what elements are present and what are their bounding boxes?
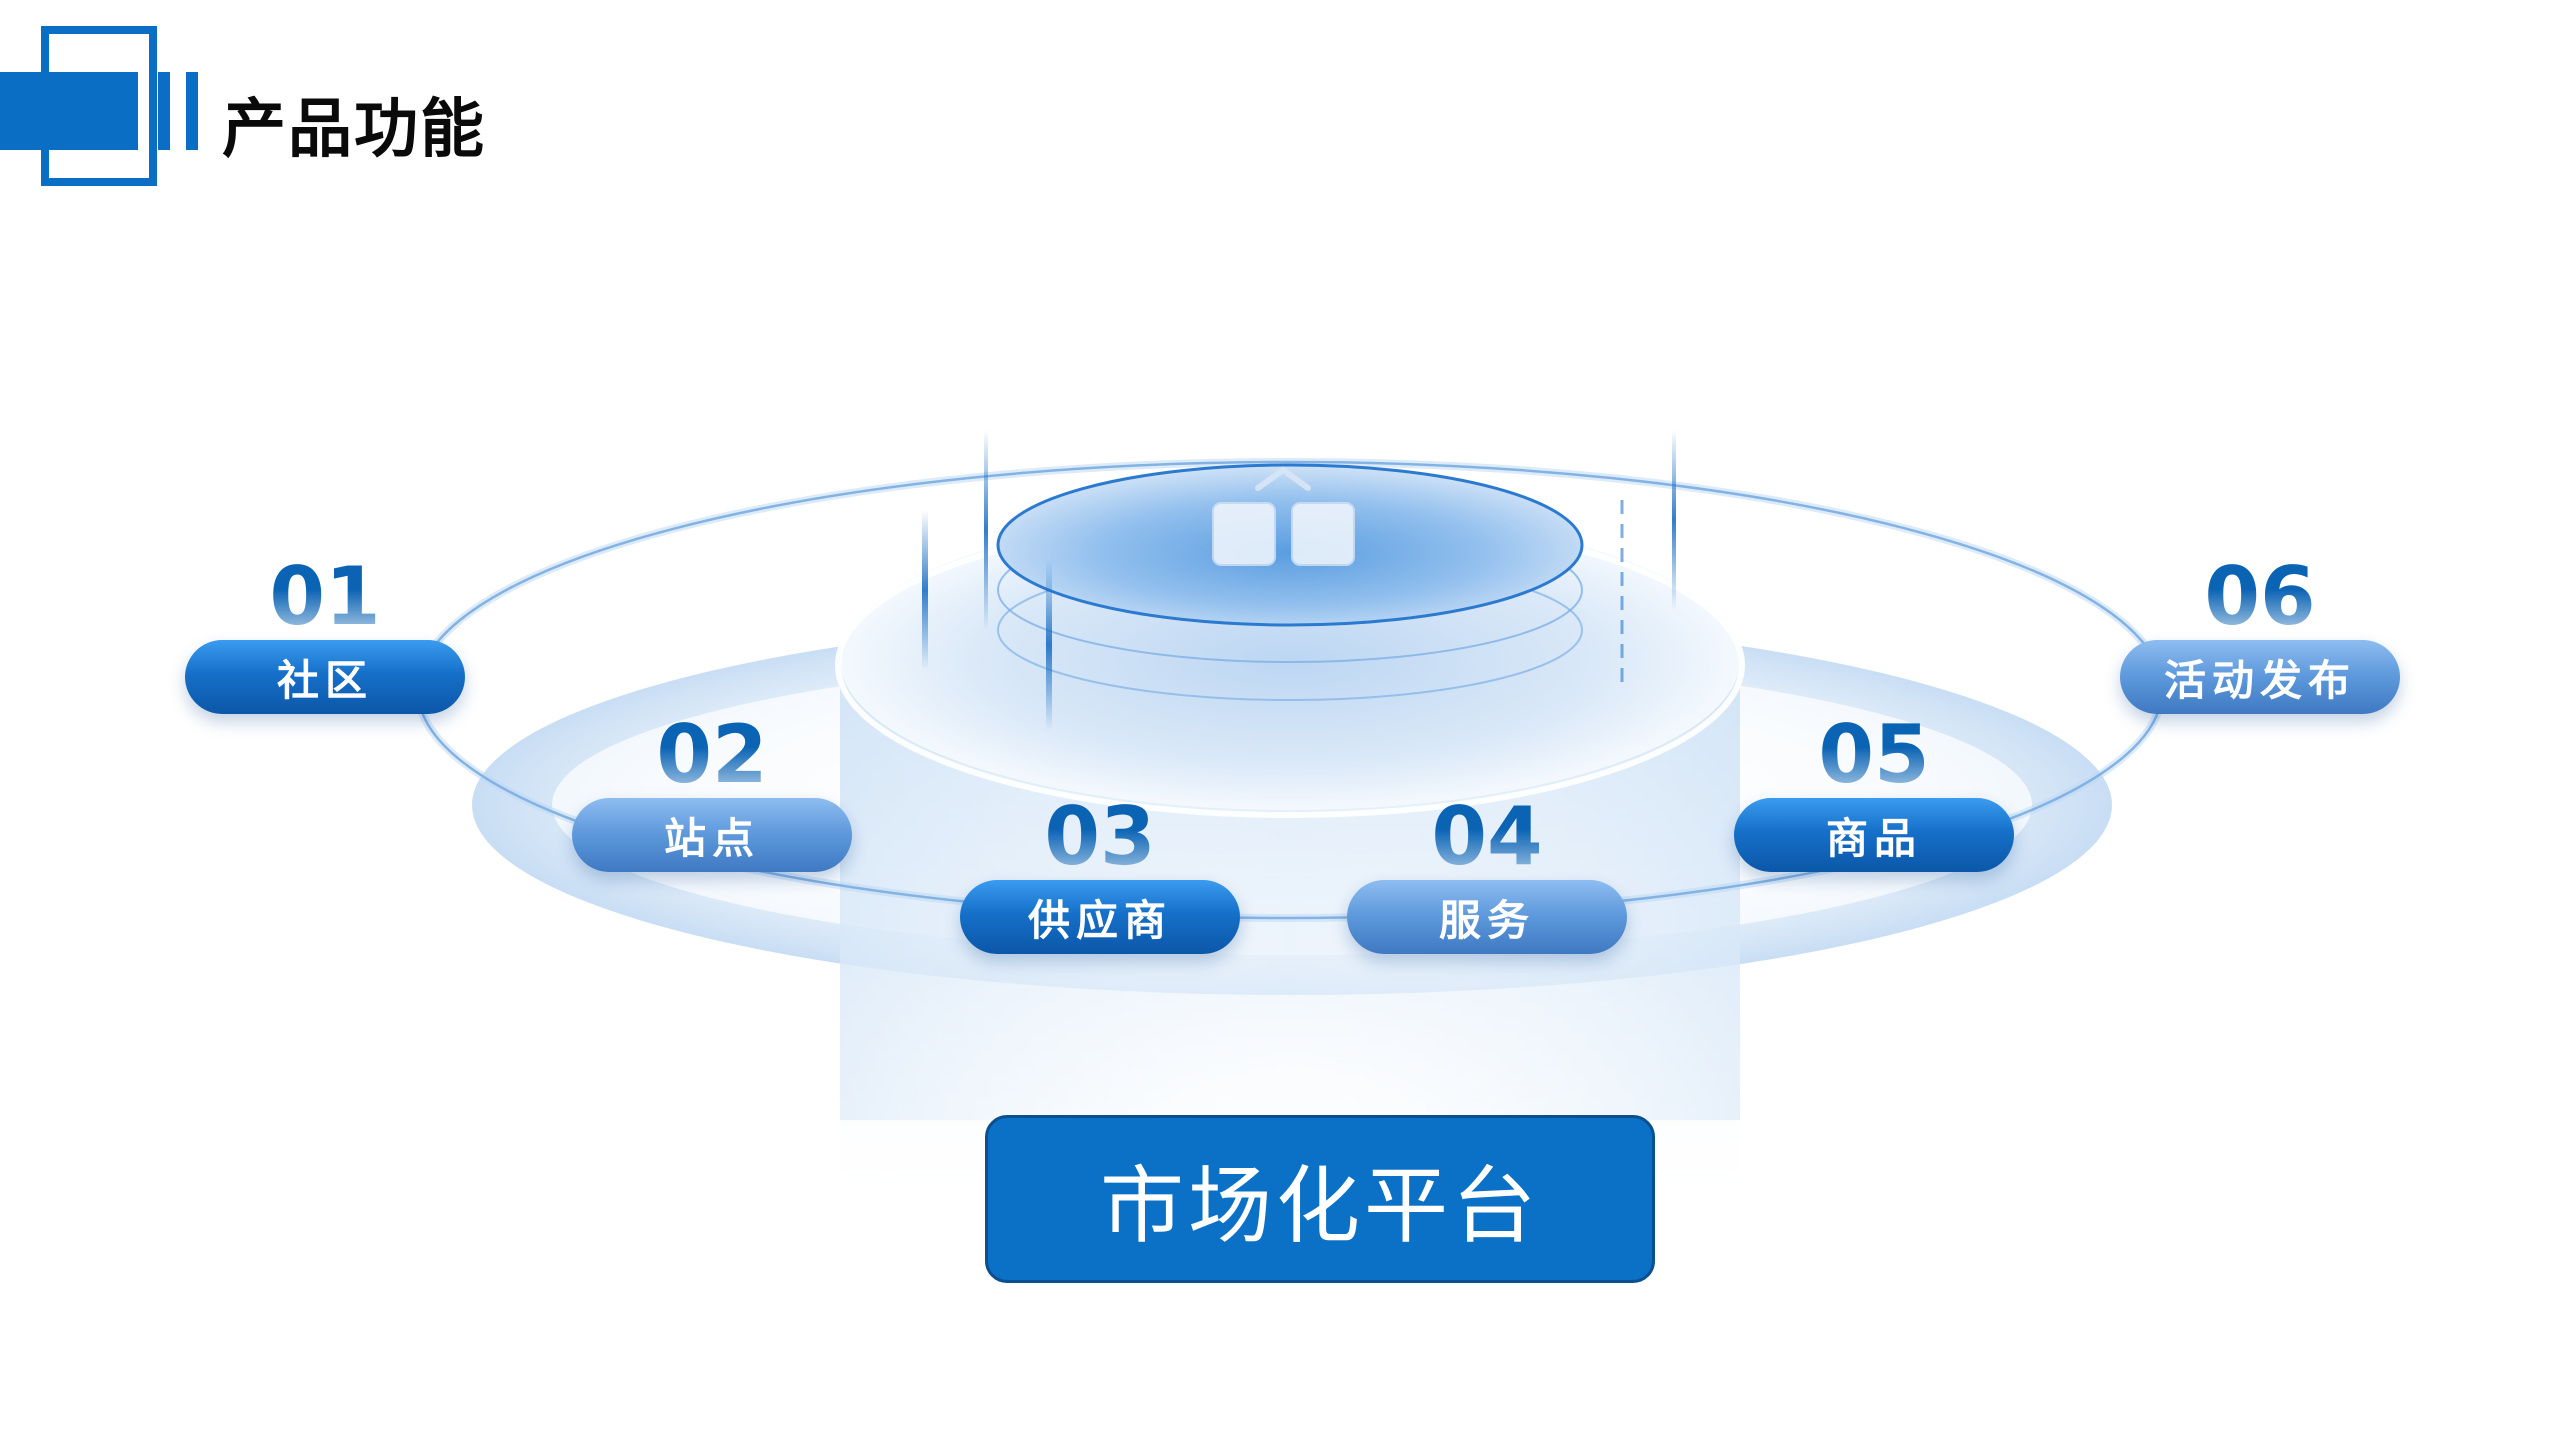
beam	[984, 430, 988, 630]
feature-pill-goods[interactable]: 商品	[1734, 798, 2014, 872]
feature-number: 04	[1431, 790, 1543, 883]
beam	[922, 510, 928, 670]
feature-number: 03	[1044, 790, 1156, 883]
feature-pill-community[interactable]: 社区	[185, 640, 465, 714]
feature-supplier: 03 供应商	[960, 790, 1240, 954]
page-title: 产品功能	[222, 93, 486, 167]
feature-pill-event[interactable]: 活动发布	[2120, 640, 2400, 714]
lens-disc	[996, 463, 1584, 627]
feature-pill-service[interactable]: 服务	[1347, 880, 1627, 954]
brand-logo-icon	[0, 26, 198, 186]
feature-goods: 05 商品	[1734, 708, 2014, 872]
feature-site: 02 站点	[572, 708, 852, 872]
feature-event: 06 活动发布	[2120, 550, 2400, 714]
feature-number: 05	[1818, 708, 1930, 801]
beam	[1672, 430, 1676, 610]
platform-label[interactable]: 市场化平台	[985, 1115, 1655, 1283]
feature-pill-site[interactable]: 站点	[572, 798, 852, 872]
feature-number: 06	[2204, 550, 2316, 643]
feature-number: 02	[656, 708, 768, 801]
cube-icon	[1212, 466, 1355, 566]
feature-number: 01	[269, 550, 381, 643]
feature-service: 04 服务	[1347, 790, 1627, 954]
beam	[1046, 560, 1052, 730]
feature-pill-supplier[interactable]: 供应商	[960, 880, 1240, 954]
feature-community: 01 社区	[185, 550, 465, 714]
